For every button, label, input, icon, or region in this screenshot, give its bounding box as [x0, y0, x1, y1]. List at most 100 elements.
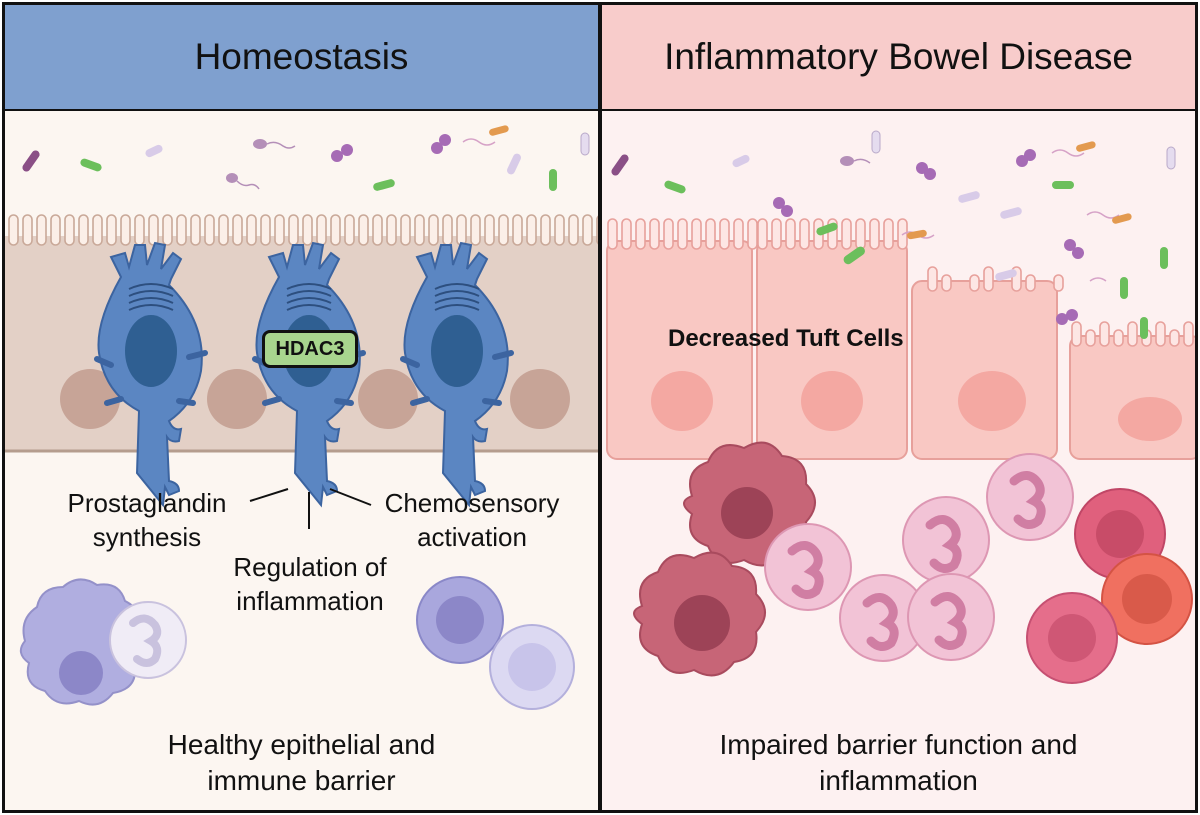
- bacterium: [958, 191, 980, 203]
- bacterium: [226, 173, 238, 183]
- microvillus: [386, 214, 397, 246]
- microvillus: [582, 214, 593, 246]
- epithelial-nucleus: [958, 371, 1026, 431]
- microvillus: [691, 218, 702, 250]
- microvillus: [64, 214, 75, 246]
- microvillus: [1099, 321, 1110, 347]
- coccus: [331, 150, 343, 162]
- microvillus: [36, 214, 47, 246]
- microvillus: [841, 218, 852, 250]
- bacterium: [580, 132, 590, 156]
- microvillus: [218, 214, 229, 246]
- microvillus: [596, 215, 598, 245]
- decreased-tuft-cells-label: Decreased Tuft Cells: [668, 325, 904, 352]
- tuft-cell: [94, 241, 208, 508]
- neutrophil: [764, 523, 852, 611]
- microvillus: [358, 214, 369, 246]
- microvillus: [526, 214, 537, 246]
- bacterium: [1140, 317, 1148, 339]
- immune-cells: [19, 576, 575, 710]
- microvillus: [92, 214, 103, 246]
- microvillus: [344, 214, 355, 246]
- microvillus: [635, 218, 646, 250]
- ibd-caption: Impaired barrier function and inflammati…: [602, 727, 1195, 799]
- microvillus: [785, 218, 796, 250]
- microvillus: [1113, 329, 1124, 347]
- epithelial-nucleus: [801, 371, 863, 431]
- microvillus: [498, 214, 509, 246]
- microvillus: [176, 214, 187, 246]
- coccus: [773, 197, 785, 209]
- homeostasis-caption: Healthy epithelial and immune barrier: [5, 727, 598, 799]
- microvillus: [869, 218, 880, 250]
- microvillus: [204, 214, 215, 246]
- tuft-cell: [400, 241, 514, 508]
- microvillus: [428, 214, 439, 246]
- microvillus: [316, 214, 327, 246]
- bacterium: [1052, 181, 1074, 189]
- epithelial-nucleus: [60, 369, 120, 429]
- tuft-cell-nucleus: [431, 315, 483, 387]
- ibd-title: Inflammatory Bowel Disease: [602, 5, 1195, 111]
- microvillus: [540, 214, 551, 246]
- homeostasis-illustration: [5, 125, 598, 710]
- chemosensory-line-1: Chemosensory: [384, 488, 560, 518]
- coccus: [431, 142, 443, 154]
- microvillus: [470, 214, 481, 246]
- microvillus: [134, 214, 145, 246]
- bacterium: [816, 222, 838, 236]
- prostaglandin-label: Prostaglandin synthesis: [47, 486, 247, 554]
- microvillus: [274, 214, 285, 246]
- microvillus: [330, 214, 341, 246]
- microvillus: [246, 214, 257, 246]
- bacterium: [507, 153, 521, 175]
- ibd-caption-line-1: Impaired barrier function and: [719, 729, 1078, 760]
- homeostasis-caption-line-1: Healthy epithelial and: [167, 729, 436, 760]
- microvillus: [232, 214, 243, 246]
- microvillus: [162, 214, 173, 246]
- microvillus: [568, 214, 579, 246]
- microvillus: [799, 218, 810, 250]
- ibd-panel: Inflammatory Bowel Disease: [599, 2, 1198, 813]
- microvillus: [677, 218, 688, 250]
- neutrophil: [986, 453, 1074, 541]
- bacterium: [1160, 247, 1168, 269]
- microvillus: [747, 218, 758, 250]
- microvillus: [855, 218, 866, 250]
- bacterium: [253, 139, 267, 149]
- bacterium: [549, 169, 557, 191]
- microvillus: [1085, 329, 1096, 347]
- bacterium: [871, 130, 881, 154]
- neutrophil: [907, 573, 995, 661]
- microvillus: [120, 214, 131, 246]
- bacterium: [1112, 213, 1132, 224]
- microvillus: [372, 214, 383, 246]
- bacterium: [843, 246, 865, 265]
- homeostasis-caption-line-2: immune barrier: [207, 765, 396, 796]
- microvillus: [719, 218, 730, 250]
- microvillus: [1071, 321, 1082, 347]
- microvillus: [1127, 321, 1138, 347]
- microvillus: [302, 214, 313, 246]
- bacterium: [489, 125, 509, 136]
- epithelial-nucleus: [651, 371, 713, 431]
- microvillus: [941, 274, 952, 292]
- epithelial-cell: [911, 280, 1058, 460]
- macrophage-nucleus: [59, 651, 103, 695]
- coccus: [1064, 239, 1076, 251]
- homeostasis-panel: Homeostasis: [2, 2, 601, 813]
- microvillus: [927, 266, 938, 292]
- microvillus: [260, 214, 271, 246]
- microvillus: [78, 214, 89, 246]
- microvillus: [621, 218, 632, 250]
- prostaglandin-line-1: Prostaglandin: [67, 488, 227, 518]
- microvillus: [442, 214, 453, 246]
- hdac3-label: HDAC3: [262, 330, 358, 368]
- bacterium: [1120, 277, 1128, 299]
- microvillus: [400, 214, 411, 246]
- bacterium: [995, 269, 1017, 281]
- bacterium: [611, 154, 629, 176]
- microvillus: [456, 214, 467, 246]
- microvillus: [1169, 329, 1180, 347]
- bacterium: [80, 158, 102, 172]
